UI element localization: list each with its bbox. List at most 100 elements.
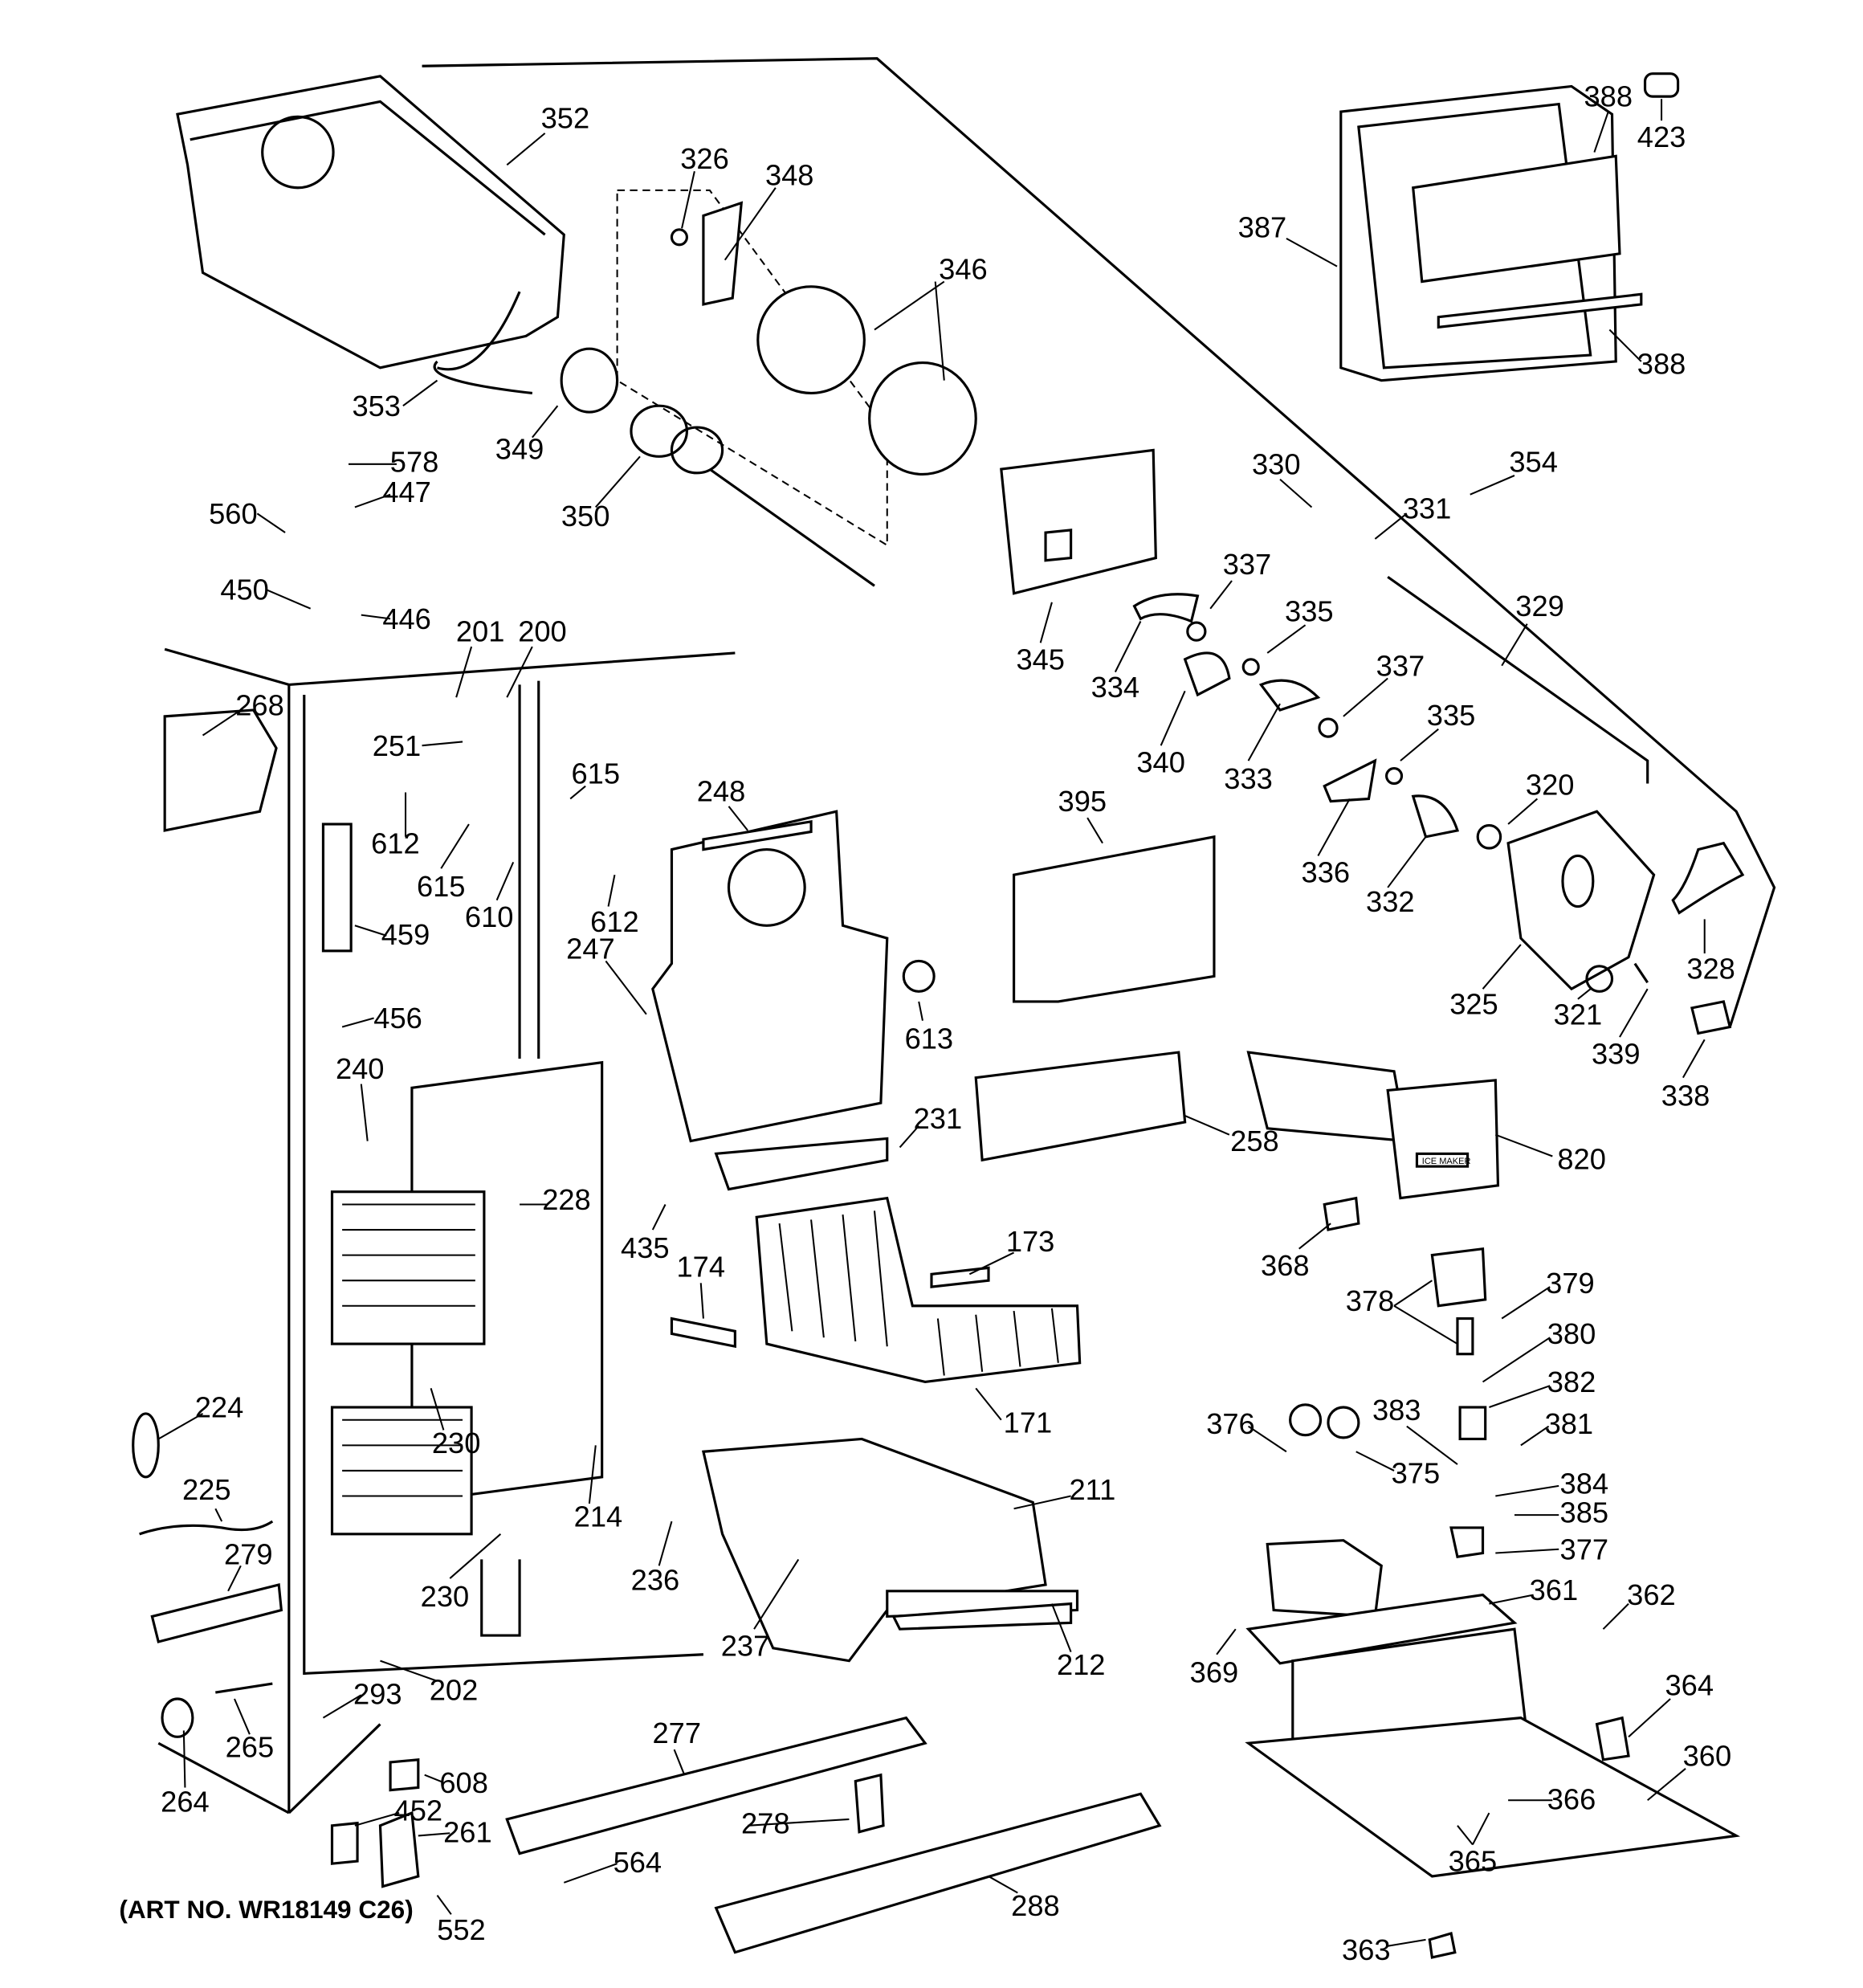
callout: 365	[1449, 1845, 1498, 1878]
callout: 332	[1366, 885, 1415, 918]
callout: 380	[1547, 1317, 1596, 1350]
callout: 328	[1686, 953, 1735, 986]
callout: 352	[541, 102, 590, 135]
callout: 435	[621, 1231, 670, 1264]
callout: 564	[614, 1846, 662, 1879]
callout: 345	[1016, 643, 1065, 676]
freezer-bin	[701, 1437, 1079, 1663]
callout: 248	[697, 775, 746, 808]
callout: 230	[421, 1580, 470, 1613]
callout: 264	[161, 1785, 210, 1818]
callout: 348	[765, 159, 814, 192]
callout: 456	[373, 1002, 422, 1035]
callout: 376	[1206, 1407, 1255, 1440]
callout: 375	[1392, 1457, 1441, 1490]
callout: 211	[1070, 1473, 1116, 1506]
callout: 360	[1683, 1740, 1732, 1773]
callout: 247	[566, 932, 615, 965]
callout: 361	[1530, 1574, 1579, 1606]
freezer-basket	[670, 1196, 1082, 1384]
callout: 363	[1342, 1933, 1391, 1966]
callout: 387	[1238, 210, 1287, 243]
callout: 335	[1285, 595, 1334, 628]
callout: 202	[430, 1674, 479, 1707]
callout: 446	[382, 602, 431, 635]
dispenser-door	[1339, 72, 1680, 382]
callout: 820	[1557, 1142, 1606, 1175]
callout: 251	[373, 729, 422, 762]
callout: 336	[1302, 856, 1351, 889]
callout: 225	[182, 1473, 231, 1506]
section-boundary	[422, 57, 1776, 1028]
auger-assembly	[560, 189, 1157, 595]
callout: 173	[1006, 1225, 1055, 1258]
callout: 339	[1592, 1037, 1641, 1070]
ice-maker-label: ICE MAKER	[1422, 1157, 1471, 1166]
callout: 268	[235, 688, 284, 721]
callout: 452	[394, 1794, 443, 1827]
callout: 552	[437, 1913, 486, 1946]
callout: 278	[741, 1806, 790, 1839]
callout: 450	[220, 574, 269, 606]
callout: 231	[914, 1102, 963, 1135]
leader-lines	[157, 99, 1706, 1947]
callout: 366	[1547, 1782, 1596, 1815]
callout: 379	[1546, 1267, 1595, 1300]
callout: 612	[371, 827, 420, 859]
art-number: (ART NO. WR18149 C26)	[119, 1895, 413, 1924]
callout: 224	[195, 1391, 244, 1424]
callout: 261	[443, 1815, 492, 1848]
callout: 321	[1554, 998, 1603, 1031]
callout: 171	[1004, 1406, 1053, 1439]
callout: 329	[1515, 590, 1564, 623]
callout: 350	[561, 500, 610, 533]
air-duct	[651, 810, 936, 1191]
callout: 381	[1545, 1407, 1594, 1440]
callout: 230	[432, 1427, 481, 1459]
callout: 279	[224, 1538, 273, 1571]
callout: 330	[1252, 447, 1301, 480]
callout: 612	[590, 905, 639, 938]
ice-bucket	[176, 75, 565, 394]
callout: 384	[1560, 1467, 1609, 1500]
evaporator	[321, 823, 604, 1536]
callout: 560	[209, 497, 258, 530]
lower-rails	[132, 1412, 1162, 1954]
callout: 265	[226, 1731, 275, 1764]
callout: 340	[1136, 745, 1185, 778]
dispenser-control-module	[1245, 1247, 1741, 1959]
ice-maker: ICE MAKER	[974, 1051, 1500, 1231]
callout: 369	[1190, 1655, 1239, 1688]
callout: 385	[1560, 1496, 1609, 1529]
callout: 383	[1372, 1394, 1421, 1427]
callout: 288	[1011, 1889, 1060, 1922]
callout: 214	[574, 1500, 623, 1533]
callout: 459	[381, 918, 430, 951]
callout: 447	[382, 476, 431, 508]
callout: 174	[676, 1250, 725, 1283]
callout: 201	[456, 615, 505, 648]
callout: 346	[939, 252, 988, 285]
callout: 382	[1547, 1365, 1596, 1398]
callout: 615	[571, 757, 620, 790]
crusher-gear-train	[1132, 575, 1745, 1035]
callout: 388	[1584, 80, 1633, 113]
callout: 377	[1560, 1533, 1609, 1565]
callout: 337	[1223, 548, 1272, 581]
callout: 258	[1230, 1125, 1279, 1157]
callout: 331	[1403, 492, 1452, 525]
callout: 354	[1509, 445, 1558, 478]
callout: 338	[1661, 1079, 1710, 1112]
callout: 388	[1637, 348, 1686, 381]
callout: 236	[631, 1563, 680, 1596]
cabinet-liner	[157, 647, 736, 1815]
callout: 335	[1427, 699, 1476, 732]
callout: 333	[1224, 762, 1273, 795]
callout: 610	[465, 900, 514, 933]
callout: 395	[1058, 785, 1107, 818]
callout: 228	[542, 1183, 591, 1216]
callout: 334	[1091, 671, 1140, 704]
callout: 353	[352, 390, 401, 423]
callout: 578	[390, 445, 439, 478]
